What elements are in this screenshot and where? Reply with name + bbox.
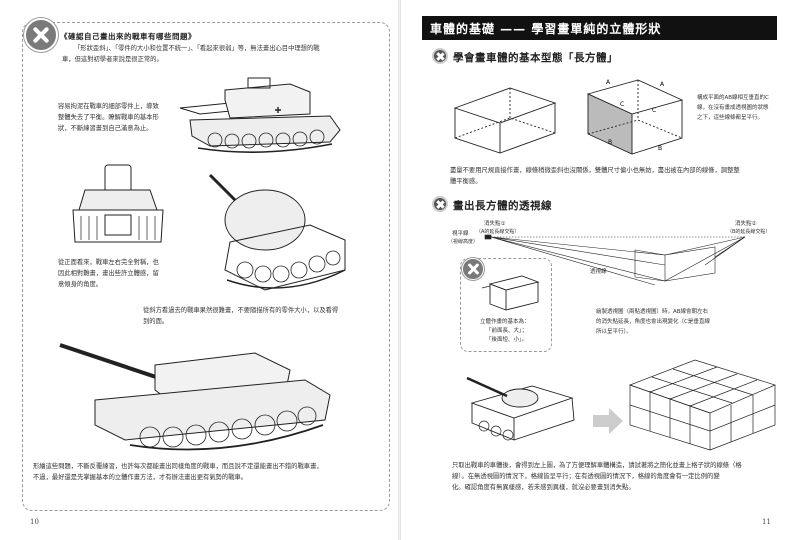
page-number-left: 10 xyxy=(30,518,39,526)
grid-box-sketch xyxy=(628,359,777,451)
perspective-diagram xyxy=(484,234,746,286)
book-gutter xyxy=(398,0,401,540)
small-box-panel xyxy=(460,258,552,352)
arrow-right-icon xyxy=(593,408,623,434)
chapter-header: 車體的基礎 —— 學習畫單純的立體形狀 xyxy=(422,16,777,40)
note2-line-3: 意傾身的角度。 xyxy=(58,281,103,288)
small-box-note-line-2: 「前面長、大」； xyxy=(486,328,528,334)
small-box-note-line-3: 「後面短、小」。 xyxy=(486,337,528,343)
box-note-line-1: 構成平面的AB線相互垂直的C xyxy=(697,95,769,101)
vanishing-point-2-desc: （B的延長線交點） xyxy=(727,229,771,235)
close-x-icon xyxy=(462,258,484,280)
svg-text:B: B xyxy=(608,139,612,146)
note3-line-2: 到的面。 xyxy=(143,318,169,325)
section1-title: 學會畫車體的基本型態「長方體」 xyxy=(453,52,618,64)
box-note-line-2: 線，在沒有畫成透視圖的狀態 xyxy=(697,105,769,111)
section-bullet-icon xyxy=(432,48,448,64)
vanishing-point-1-desc: （A的延長線交點） xyxy=(476,229,520,235)
note1-line-1: 容易拘泥在戰車的細部零件上，導致 xyxy=(58,103,159,110)
perspective-line-label: 透視線 xyxy=(590,269,607,275)
small-box-note-line-1: 立體作畫的基本為： xyxy=(480,319,530,325)
tank-sketch-front xyxy=(72,164,164,243)
svg-text:C: C xyxy=(652,107,656,114)
section-bullet-icon xyxy=(432,196,448,212)
section2-title: 畫出長方體的透視線 xyxy=(453,200,552,212)
bottom-text-line-3: 化。確認角度有無異樣感，若未感到異樣，就沒必要畫到消失點。 xyxy=(452,484,635,491)
problems-box xyxy=(22,22,390,511)
left-page: 《確認自己畫出來的戰車有哪些問題》 「形狀歪斜」、「零件的大小和位置不統一」、「… xyxy=(0,0,400,540)
page-number-right: 11 xyxy=(762,518,771,526)
vanishing-point-2-label: 消失點② xyxy=(735,221,757,227)
box-sketch-labeled: A A C C B B xyxy=(586,79,684,155)
bottom-text-line-2: 線）。在無透視圖的情況下，格線皆呈平行；在有透視圖的情況下，格線的角度會有一定比… xyxy=(452,473,720,480)
tank-sketch-oblique xyxy=(59,343,331,451)
svg-text:C: C xyxy=(620,101,624,108)
close-x-icon xyxy=(24,18,58,52)
right-page: 車體的基礎 —— 學習畫單純的立體形狀 學會畫車體的基本型態「長方體」 A A … xyxy=(400,0,799,540)
section1-text-line-1: 盡量不要用尺規直接作畫，線條稍微歪斜也沒關係，雙體尺寸偏小也無妨，盡出被在內部的… xyxy=(450,167,740,174)
tank-sketch-chibi xyxy=(208,173,346,291)
svg-text:A: A xyxy=(660,81,665,88)
box-note-line-3: 之下，這些線條都呈平行。 xyxy=(697,115,764,121)
persp-note-line-1: 繪製透視圖（兩點透視圖）時，AB線會朝左右 xyxy=(596,309,709,315)
tank-sketch-hull xyxy=(466,376,575,441)
note2-line-1: 從正面看來，戰車左右完全對稱，也 xyxy=(58,259,159,266)
persp-note-line-2: 的消失點延長，角度也會出現變化（C是垂直線 xyxy=(596,319,710,325)
bottom-text-line-1: 形繪這些問題，不斷反覆練習，也許每次都能畫出同樣角度的戰車，而且說不定還能畫出不… xyxy=(33,463,323,470)
section1-text-line-2: 體平衡感。 xyxy=(450,178,482,185)
intro-line-2: 車，但這對初學者來說是很正常的。 xyxy=(62,56,163,63)
note3-line-1: 從斜方看過去的戰車果然很難畫，不要隨描所有的零件大小，以及看得 xyxy=(143,307,339,314)
eye-level-desc: （視線高度） xyxy=(448,239,479,245)
note1-line-3: 狀，不斷練習畫到自己滿意為止。 xyxy=(58,125,153,132)
vanishing-point-1-label: 消失點① xyxy=(484,221,506,227)
bottom-text-line-2: 不過，最好還是先掌握基本的立體作畫方法，才有辦法畫出更有氣勢的戰車。 xyxy=(33,474,248,481)
small-box-sketch xyxy=(481,275,540,311)
chapter-header-text: 車體的基礎 —— 學習畫單純的立體形狀 xyxy=(430,22,662,36)
svg-text:B: B xyxy=(658,145,662,152)
box-sketch-plain xyxy=(453,87,557,154)
persp-note-line-3: 所以呈平行）。 xyxy=(596,329,632,335)
box-title: 《確認自己畫出來的戰車有哪些問題》 xyxy=(60,32,196,41)
tank-sketch-tiger-side xyxy=(179,77,341,153)
svg-text:A: A xyxy=(606,79,611,86)
note2-line-2: 因此相對難畫，畫出些許立體感，留 xyxy=(58,270,159,277)
bottom-text-line-1: 只取出戰車的車體後，會得到左上圖，為了方便理解車體構造，請試著將之簡化並畫上格子… xyxy=(452,462,742,469)
eye-level-label: 視平線 xyxy=(452,231,469,237)
intro-line-1: 「形狀歪斜」、「零件的大小和位置不統一」、「看起來很弱」等，無法畫出心目中理想的… xyxy=(74,45,320,52)
note1-line-2: 整體失去了平衡。瞭解戰車的基本形 xyxy=(58,114,159,121)
